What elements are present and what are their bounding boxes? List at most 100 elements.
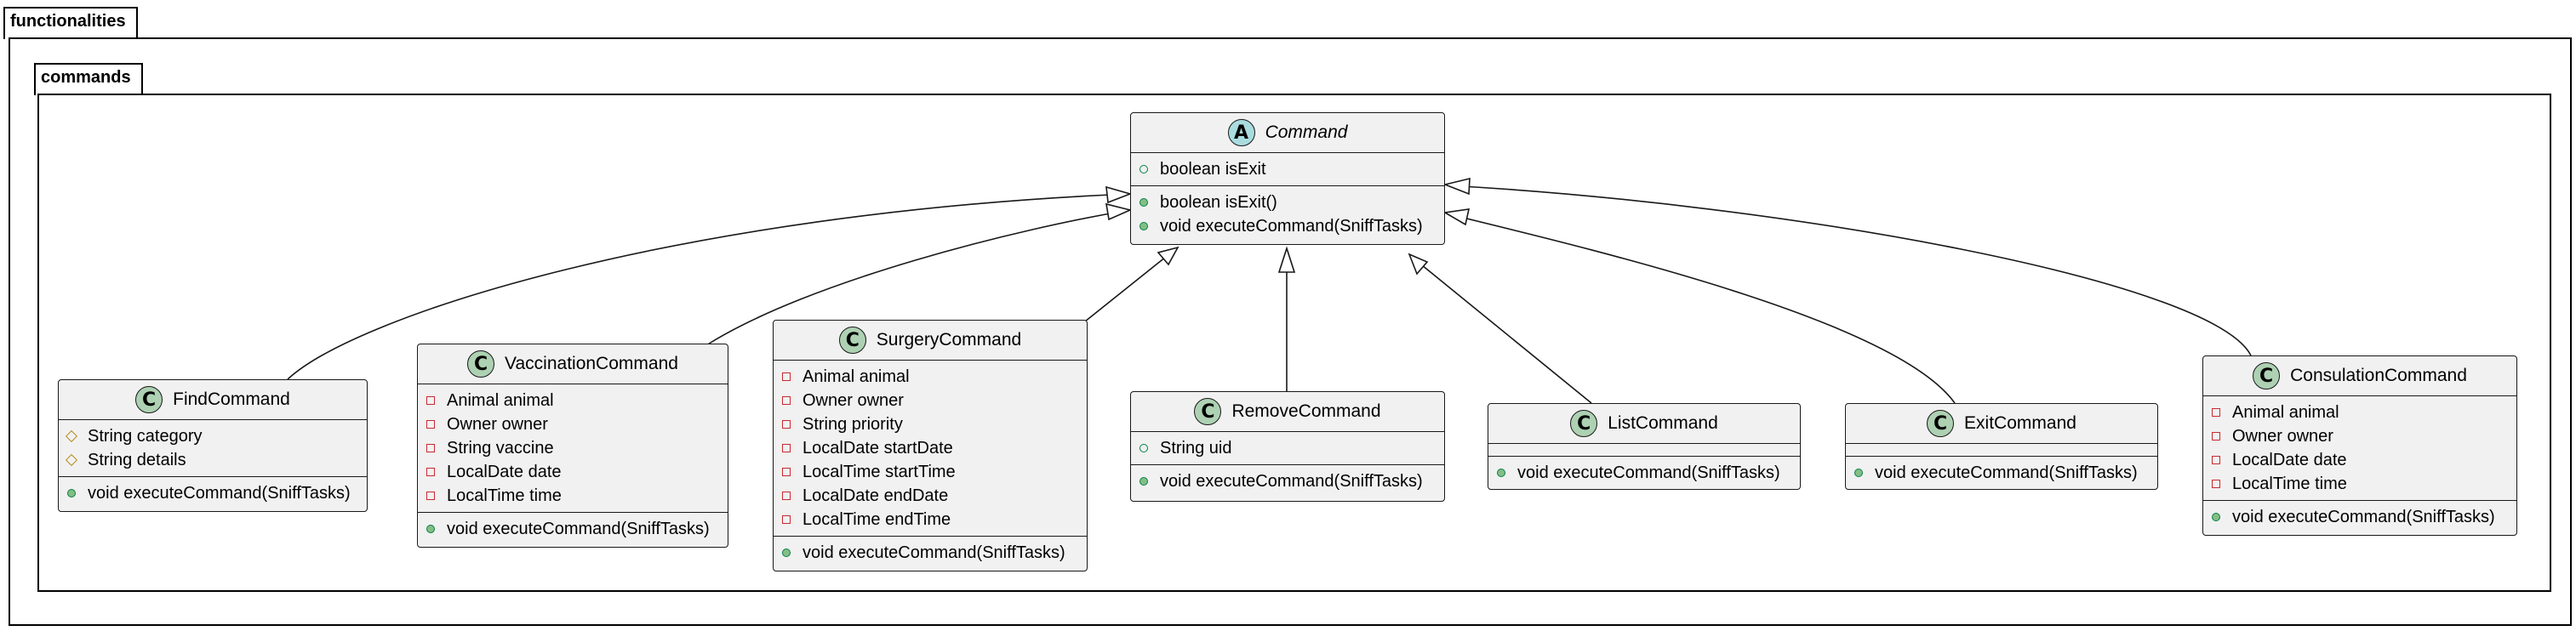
public-method-icon [1497, 469, 1509, 477]
field-row: LocalDate date [426, 460, 721, 484]
public-method-icon [2212, 513, 2224, 521]
field-row: Animal animal [426, 389, 721, 412]
methods-section: boolean isExit() void executeCommand(Sni… [1131, 185, 1444, 242]
private-field-icon [426, 444, 438, 452]
class-icon: C [135, 386, 163, 413]
field-row: LocalDate startDate [782, 436, 1080, 460]
field-row: LocalDate endDate [782, 484, 1080, 508]
abstract-class-icon: A [1227, 119, 1255, 146]
public-method-icon [1139, 198, 1151, 207]
private-field-icon [2212, 456, 2224, 464]
class-icon: C [1194, 398, 1222, 425]
private-field-icon [2212, 432, 2224, 441]
field-row: String uid [1139, 436, 1437, 460]
class-header: C SurgeryCommand [774, 321, 1087, 361]
class-name: FindCommand [173, 389, 290, 409]
class-name: ListCommand [1608, 413, 1718, 433]
public-field-icon [1139, 444, 1151, 452]
fields-section: String uid [1131, 432, 1444, 464]
public-method-icon [426, 525, 438, 533]
field-row: LocalDate date [2212, 448, 2510, 472]
arrowhead-find [1105, 185, 1133, 204]
class-vaccination-command[interactable]: C VaccinationCommand Animal animal Owner… [417, 344, 728, 548]
public-method-icon [67, 489, 79, 497]
class-name: ExitCommand [1964, 413, 2076, 433]
package-commands [37, 94, 2551, 592]
package-tab-functionalities: functionalities [3, 7, 138, 39]
edge-consulation-command [1446, 185, 2252, 356]
class-remove-command[interactable]: C RemoveCommand String uid void executeC… [1130, 391, 1445, 502]
method-row: void executeCommand(SniffTasks) [1854, 461, 2150, 485]
field-row: Animal animal [2212, 401, 2510, 424]
field-row: Owner owner [2212, 424, 2510, 448]
private-field-icon [782, 468, 794, 476]
private-field-icon [782, 515, 794, 524]
field-row: LocalTime endTime [782, 508, 1080, 532]
class-icon: C [838, 327, 866, 354]
method-row: void executeCommand(SniffTasks) [67, 481, 360, 505]
methods-section: void executeCommand(SniffTasks) [1131, 464, 1444, 497]
method-row: void executeCommand(SniffTasks) [1139, 469, 1437, 493]
public-method-icon [1139, 222, 1151, 230]
field-row: LocalTime startTime [782, 460, 1080, 484]
private-field-icon [426, 396, 438, 405]
package-label: commands [41, 68, 131, 87]
arrowhead-vaccination [1105, 202, 1133, 221]
methods-section: void executeCommand(SniffTasks) [418, 512, 728, 545]
class-name: SurgeryCommand [876, 330, 1022, 350]
methods-section: void executeCommand(SniffTasks) [1846, 456, 2157, 489]
edge-vaccination-command [705, 209, 1131, 346]
protected-field-icon [65, 429, 79, 443]
methods-section: void executeCommand(SniffTasks) [1488, 456, 1800, 489]
private-field-icon [782, 444, 794, 452]
public-field-icon [1139, 165, 1151, 173]
class-find-command[interactable]: C FindCommand String category String det… [58, 379, 368, 512]
arrowhead-consulation [1442, 177, 1471, 196]
fields-section: String category String details [59, 420, 367, 476]
edge-surgery-command [1084, 249, 1175, 322]
public-method-icon [1854, 469, 1866, 477]
class-exit-command[interactable]: C ExitCommand void executeCommand(SniffT… [1845, 403, 2158, 490]
private-field-icon [782, 492, 794, 500]
edge-exit-command [1448, 213, 1956, 404]
fields-section: Animal animal Owner owner String priorit… [774, 361, 1087, 536]
class-header: A Command [1131, 113, 1444, 153]
method-row: void executeCommand(SniffTasks) [1139, 214, 1437, 238]
class-name: RemoveCommand [1231, 401, 1381, 421]
edge-find-command [287, 193, 1131, 380]
public-method-icon [782, 549, 794, 557]
private-field-icon [2212, 480, 2224, 488]
field-row: String vaccine [426, 436, 721, 460]
class-name: ConsulationCommand [2290, 366, 2467, 385]
package-label: functionalities [10, 12, 126, 31]
class-icon: C [1570, 410, 1598, 437]
field-row: String category [65, 424, 360, 448]
methods-section: void executeCommand(SniffTasks) [59, 476, 367, 509]
method-row: void executeCommand(SniffTasks) [782, 541, 1080, 565]
package-tab-commands: commands [34, 63, 143, 95]
private-field-icon [2212, 408, 2224, 417]
fields-section [1488, 444, 1800, 456]
class-header: C ConsulationCommand [2203, 356, 2516, 396]
class-consulation-command[interactable]: C ConsulationCommand Animal animal Owner… [2202, 355, 2517, 536]
class-command[interactable]: A Command boolean isExit boolean isExit(… [1130, 112, 1445, 245]
method-row: void executeCommand(SniffTasks) [1497, 461, 1793, 485]
field-row: LocalTime time [2212, 472, 2510, 496]
class-surgery-command[interactable]: C SurgeryCommand Animal animal Owner own… [773, 320, 1088, 571]
fields-section [1846, 444, 2157, 456]
method-row: void executeCommand(SniffTasks) [2212, 505, 2510, 529]
class-header: C FindCommand [59, 380, 367, 420]
arrowhead-surgery [1157, 246, 1179, 266]
class-name: Command [1265, 122, 1348, 142]
field-row: String priority [782, 412, 1080, 436]
fields-section: Animal animal Owner owner LocalDate date… [2203, 396, 2516, 500]
class-list-command[interactable]: C ListCommand void executeCommand(SniffT… [1488, 403, 1801, 490]
private-field-icon [782, 420, 794, 429]
private-field-icon [782, 396, 794, 405]
class-header: C ExitCommand [1846, 404, 2157, 444]
public-method-icon [1139, 477, 1151, 486]
field-row: Owner owner [426, 412, 721, 436]
private-field-icon [426, 420, 438, 429]
class-name: VaccinationCommand [505, 354, 678, 373]
